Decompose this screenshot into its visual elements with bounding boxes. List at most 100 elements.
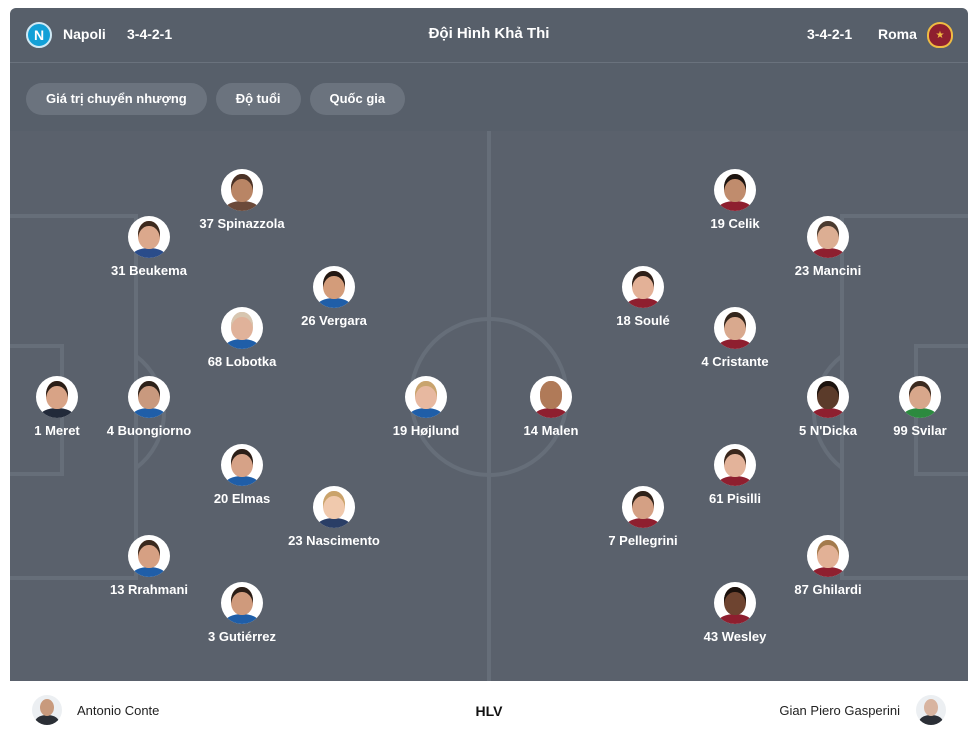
- home-team-name[interactable]: Napoli: [63, 26, 106, 42]
- player-name: 13 Rrahmani: [109, 582, 189, 597]
- player-name: 14 Malen: [523, 423, 579, 438]
- player-name: 19 Højlund: [392, 423, 460, 438]
- coach-label: HLV: [475, 703, 503, 719]
- player-away-7[interactable]: 99 Svilar: [875, 376, 965, 439]
- player-name: 1 Meret: [34, 423, 80, 438]
- shirt: [40, 408, 74, 418]
- filter-market-value-button[interactable]: Giá trị chuyển nhượng: [26, 83, 207, 115]
- player-name: 20 Elmas: [213, 491, 271, 506]
- player-avatar: [313, 266, 355, 308]
- player-away-5[interactable]: 14 Malen: [486, 376, 616, 439]
- player-name: 4 Buongiorno: [106, 423, 192, 438]
- face: [817, 221, 839, 249]
- player-name: 43 Wesley: [703, 629, 767, 644]
- face: [724, 174, 746, 202]
- player-home-11[interactable]: 3 Gutiérrez: [177, 582, 307, 645]
- coach-shirt: [919, 715, 943, 725]
- home-coach-avatar[interactable]: [32, 695, 62, 725]
- player-home-3[interactable]: 26 Vergara: [269, 266, 399, 329]
- player-name: 23 Mancini: [794, 263, 862, 278]
- player-home-5[interactable]: 1 Meret: [10, 376, 122, 439]
- face: [724, 587, 746, 615]
- face: [415, 381, 437, 409]
- player-name: 19 Celik: [710, 216, 760, 231]
- lineup-title: Đội Hình Khả Thi: [428, 25, 550, 42]
- player-avatar: [899, 376, 941, 418]
- player-away-4[interactable]: 4 Cristante: [670, 307, 800, 370]
- home-formation: 3-4-2-1: [127, 26, 173, 42]
- shirt: [626, 298, 660, 308]
- shirt: [626, 518, 660, 528]
- shirt: [317, 298, 351, 308]
- player-home-10[interactable]: 13 Rrahmani: [84, 535, 214, 598]
- player-away-2[interactable]: 23 Mancini: [763, 216, 893, 279]
- player-avatar: [807, 216, 849, 258]
- player-avatar: [622, 486, 664, 528]
- player-home-8[interactable]: 20 Elmas: [177, 444, 307, 507]
- face: [138, 381, 160, 409]
- player-avatar: [221, 582, 263, 624]
- away-team-name[interactable]: Roma: [878, 26, 917, 42]
- player-name: 3 Gutiérrez: [208, 629, 276, 644]
- player-home-6[interactable]: 4 Buongiorno: [84, 376, 214, 439]
- face: [632, 271, 654, 299]
- player-name: 37 Spinazzola: [199, 216, 285, 231]
- away-coach-name[interactable]: Gian Piero Gasperini: [779, 703, 900, 718]
- face: [323, 491, 345, 519]
- player-avatar: [128, 216, 170, 258]
- roma-logo-icon[interactable]: ★: [927, 22, 953, 48]
- coach-footer: Antonio Conte HLV Gian Piero Gasperini: [10, 681, 968, 740]
- player-name: 87 Ghilardi: [794, 582, 862, 597]
- filter-nationality-button[interactable]: Quốc gia: [309, 83, 406, 115]
- face: [46, 381, 68, 409]
- player-away-8[interactable]: 61 Pisilli: [670, 444, 800, 507]
- player-avatar: [313, 486, 355, 528]
- shirt: [225, 614, 259, 624]
- player-home-9[interactable]: 23 Nascimento: [284, 486, 384, 549]
- face: [724, 449, 746, 477]
- player-away-1[interactable]: 19 Celik: [670, 169, 800, 232]
- player-home-7[interactable]: 19 Højlund: [361, 376, 491, 439]
- face: [231, 312, 253, 340]
- player-avatar: [221, 444, 263, 486]
- shirt: [225, 339, 259, 349]
- shirt: [903, 408, 937, 418]
- face: [231, 587, 253, 615]
- player-avatar: [714, 444, 756, 486]
- player-name: 99 Svilar: [893, 423, 947, 438]
- player-avatar: [622, 266, 664, 308]
- shirt: [811, 408, 845, 418]
- shirt: [811, 248, 845, 258]
- coach-face: [40, 699, 54, 716]
- player-away-11[interactable]: 43 Wesley: [670, 582, 800, 645]
- face: [231, 449, 253, 477]
- player-away-3[interactable]: 18 Soulé: [578, 266, 708, 329]
- player-away-10[interactable]: 87 Ghilardi: [763, 535, 893, 598]
- header-divider: [10, 62, 968, 63]
- player-name: 68 Lobotka: [207, 354, 277, 369]
- face: [138, 221, 160, 249]
- player-avatar: [36, 376, 78, 418]
- face: [540, 381, 562, 409]
- player-avatar: [128, 376, 170, 418]
- pitch: 37 Spinazzola 31 Beukema 26 Vergara 68 L…: [10, 131, 968, 681]
- shirt: [534, 408, 568, 418]
- player-away-6[interactable]: 5 N'Dicka: [763, 376, 893, 439]
- coach-face: [924, 699, 938, 716]
- away-coach-avatar[interactable]: [916, 695, 946, 725]
- lineup-card: N Napoli 3-4-2-1 Đội Hình Khả Thi 3-4-2-…: [10, 8, 968, 740]
- lineup-header: N Napoli 3-4-2-1 Đội Hình Khả Thi 3-4-2-…: [10, 8, 968, 63]
- shirt: [718, 614, 752, 624]
- napoli-logo-icon[interactable]: N: [26, 22, 52, 48]
- filter-age-button[interactable]: Độ tuổi: [215, 83, 301, 115]
- home-coach-name[interactable]: Antonio Conte: [77, 703, 160, 718]
- player-home-1[interactable]: 37 Spinazzola: [177, 169, 307, 232]
- player-name: 18 Soulé: [616, 313, 670, 328]
- player-home-4[interactable]: 68 Lobotka: [177, 307, 307, 370]
- face: [817, 540, 839, 568]
- player-avatar: [128, 535, 170, 577]
- player-name: 61 Pisilli: [708, 491, 762, 506]
- player-away-9[interactable]: 7 Pellegrini: [578, 486, 708, 549]
- face: [817, 381, 839, 409]
- player-home-2[interactable]: 31 Beukema: [84, 216, 214, 279]
